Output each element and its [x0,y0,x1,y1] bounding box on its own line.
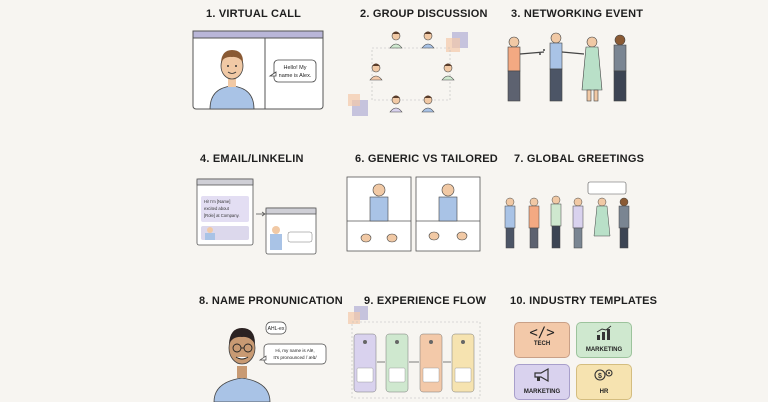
template-tile-label: MARKETING [585,347,623,353]
template-tile-tech[interactable]: </> TECH [514,322,570,358]
email-line3: [Role] at Company. [204,213,240,218]
template-tile-hr[interactable]: $ HR [576,364,632,400]
panel-title-virtual-call: 1. VIRTUAL CALL [206,8,302,20]
template-tile-label: MARKETING [523,389,561,395]
panel-title-email-linkedin: 4. EMAIL/LINKELIN [200,153,304,165]
virtual-call-bubble-line2: name is Alex. [279,73,312,79]
svg-text:$: $ [598,373,602,380]
email-line1: Hi! I'm [Name] [204,199,230,204]
panel-title-name-pronunciation: 8. NAME PRONUNICATION [199,295,343,307]
networking-event-illustration [507,32,627,102]
virtual-call-illustration: Hello! My name is Alex. [192,30,324,110]
email-line2: excited about [204,206,230,211]
code-icon: </> [529,325,555,341]
panel-title-global-greetings: 7. GLOBAL GREETINGS [514,153,645,165]
panel-title-group-discussion: 2. GROUP DISCUSSION [360,8,488,20]
pronunciation-bubble-line2: It's pronounced /ˈælɪ/ [273,355,317,360]
generic-vs-tailored-illustration [346,176,481,252]
template-tile-marketing-2[interactable]: MARKETING [514,364,570,400]
global-greetings-illustration [504,181,630,249]
panel-title-experience-flow: 9. EXPERIENCE FLOW [364,295,487,307]
pronunciation-bubble-line1: Hi, my name is Alē, [275,348,314,353]
template-tile-label: TECH [533,341,551,347]
template-tile-marketing[interactable]: MARKETING [576,322,632,358]
growth-chart-icon [596,325,612,340]
virtual-call-bubble-line1: Hello! My [284,65,307,71]
megaphone-icon [534,367,549,383]
panel-title-industry-templates: 10. INDUSTRY TEMPLATES [510,295,658,307]
name-pronunciation-illustration: AHL-ex Hi, my name is Alē, It's pronounc… [213,321,327,402]
money-gear-icon: $ [594,369,613,381]
email-linkedin-illustration: Hi! I'm [Name] excited about [Role] at C… [196,178,317,255]
experience-flow-illustration [348,306,481,399]
template-tile-label: HR [599,389,609,395]
panel-title-networking-event: 3. NETWORKING EVENT [511,8,644,20]
panel-title-generic-vs-tailored: 6. GENERIC VS TAILORED [355,153,498,165]
pronunciation-bubble-top: AHL-ex [268,326,285,332]
group-discussion-illustration [348,31,468,116]
